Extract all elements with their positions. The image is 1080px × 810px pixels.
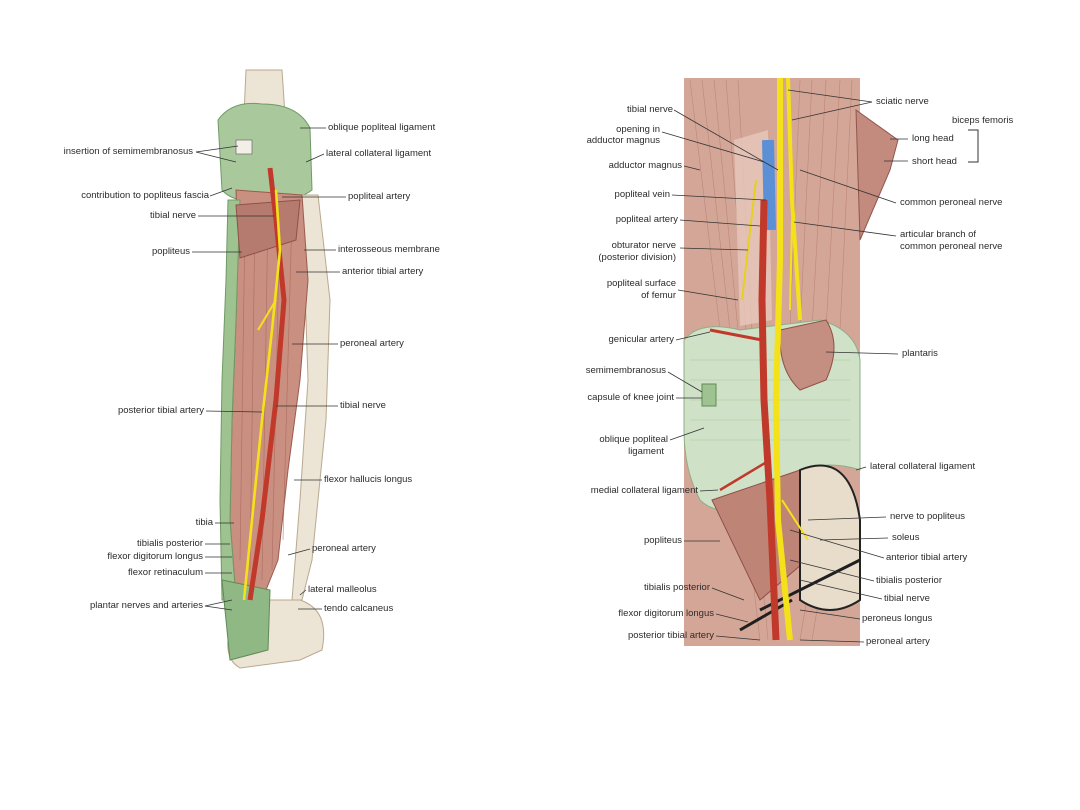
label-flexor-digitorum-longus-r: flexor digitorum longus — [618, 608, 714, 619]
label-peroneus-longus: peroneus longus — [862, 613, 933, 624]
popliteal-vein — [762, 139, 776, 231]
label-medial-collateral-ligament: medial collateral ligament — [590, 485, 698, 496]
label-soleus: soleus — [892, 532, 920, 543]
label-tibial-nerve-r: tibial nerve — [627, 104, 673, 115]
label-lateral-collateral-ligament-r: lateral collateral ligament — [870, 461, 976, 472]
obturator-nerve — [741, 179, 757, 301]
label-oblique-popliteal: oblique popliteal — [599, 434, 668, 445]
label-posterior-tibial-artery: posterior tibial artery — [117, 405, 204, 416]
label-short-head: short head — [912, 156, 957, 167]
nerve-to-popliteus — [781, 499, 809, 541]
label-oblique-popliteal-ligament: oblique popliteal ligament — [328, 122, 436, 133]
label-popliteus: popliteus — [151, 246, 190, 257]
label-of-femur: of femur — [641, 290, 676, 301]
label-posterior-tibial-artery-r: posterior tibial artery — [627, 630, 714, 641]
label-nerve-to-popliteus: nerve to popliteus — [890, 511, 965, 522]
popliteal-artery-right — [758, 199, 780, 641]
label-peroneal-artery-r: peroneal artery — [866, 636, 930, 647]
label-flexor-hallucis-longus: flexor hallucis longus — [324, 474, 413, 485]
label-tibialis-posterior-r: tibialis posterior — [876, 575, 942, 586]
biceps-femoris-bracket — [968, 129, 979, 163]
tibial-nerve-left — [242, 189, 282, 601]
articular-branch-nerve — [789, 219, 793, 311]
ankle-retinaculum — [221, 579, 271, 661]
label-interosseous-membrane: interosseous membrane — [338, 244, 440, 255]
capsule-marker — [701, 383, 717, 407]
label-popliteal-surface: popliteal surface — [606, 278, 676, 289]
popliteus-muscle — [235, 199, 301, 259]
label-anterior-tibial-artery-r: anterior tibial artery — [886, 552, 968, 563]
label-plantaris: plantaris — [902, 348, 938, 359]
label-peroneal-artery-upper: peroneal artery — [340, 338, 404, 349]
label-tibialis-posterior-l: tibialis posterior — [644, 582, 710, 593]
plantaris-muscle — [779, 319, 835, 391]
label-biceps-femoris: biceps femoris — [952, 115, 1014, 126]
biceps-femoris — [855, 109, 899, 241]
tibial-nerve-main — [772, 78, 793, 641]
label-semimembranosus: semimembranosus — [585, 365, 666, 376]
label-adductor-magnus-opening: adductor magnus — [586, 135, 660, 146]
label-peroneal-artery-lower: peroneal artery — [312, 543, 376, 554]
label-sciatic-nerve: sciatic nerve — [876, 96, 929, 107]
label-popliteal-artery: popliteal artery — [348, 191, 411, 202]
label-opening-in: opening in — [616, 124, 660, 135]
label-tibial-nerve: tibial nerve — [150, 210, 196, 221]
label-flexor-retinaculum: flexor retinaculum — [128, 567, 203, 578]
label-common-peroneal-nerve: common peroneal nerve — [900, 197, 1003, 208]
nerve-branch-left — [257, 299, 277, 331]
label-tibia: tibia — [195, 517, 213, 528]
label-capsule-knee-joint: capsule of knee joint — [587, 392, 674, 403]
label-lateral-malleolus: lateral malleolus — [308, 584, 377, 595]
label-long-head: long head — [912, 133, 954, 144]
tibialis-band — [739, 598, 793, 632]
common-peroneal-nerve — [786, 77, 802, 321]
label-obturator-nerve: obturator nerve — [611, 240, 676, 251]
label-tibial-nerve-right: tibial nerve — [340, 400, 386, 411]
label-anterior-tibial-artery: anterior tibial artery — [342, 266, 424, 277]
label-popliteal-vein: popliteal vein — [614, 189, 670, 200]
label-tibial-nerve-r2: tibial nerve — [884, 593, 930, 604]
knee-genicular-branch — [719, 458, 771, 492]
label-adductor-magnus: adductor magnus — [608, 160, 682, 171]
label-popliteal-artery-r: popliteal artery — [615, 214, 678, 225]
label-ligament: ligament — [628, 446, 664, 457]
label-common-peroneal-nerve-2: common peroneal nerve — [900, 241, 1003, 252]
fibula-bone — [291, 194, 331, 601]
label-posterior-division: (posterior division) — [598, 252, 676, 263]
genicular-branch — [709, 328, 763, 342]
label-popliteus-r: popliteus — [643, 535, 682, 546]
label-genicular-artery: genicular artery — [608, 334, 674, 345]
label-flexor-digitorum-longus: flexor digitorum longus — [107, 551, 203, 562]
label-contribution-popliteus-fascia: contribution to popliteus fascia — [81, 190, 209, 201]
label-lateral-collateral-ligament: lateral collateral ligament — [326, 148, 432, 159]
label-tendo-calcaneus: tendo calcaneus — [324, 603, 394, 614]
popliteal-artery-left — [247, 167, 287, 601]
label-articular-branch: articular branch of — [900, 229, 977, 240]
label-plantar-nerves-arteries: plantar nerves and arteries — [89, 600, 203, 611]
semimembranosus-insertion — [235, 139, 253, 155]
label-insertion-semimembranosus: insertion of semimembranosus — [63, 146, 193, 157]
label-tibialis-posterior: tibialis posterior — [137, 538, 203, 549]
